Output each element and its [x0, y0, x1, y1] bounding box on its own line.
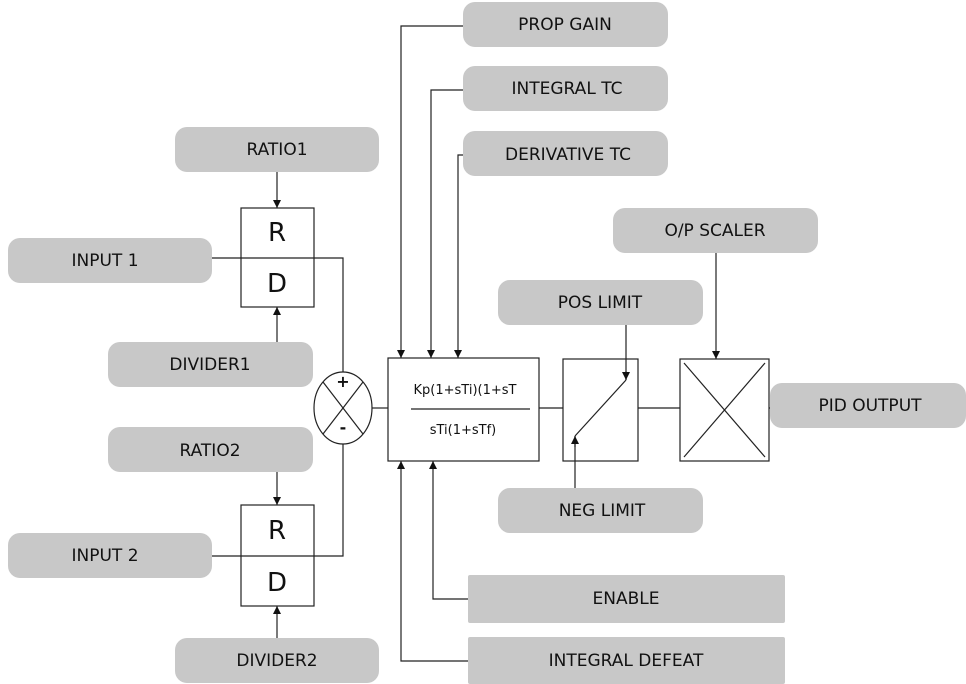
- minus-sign: -: [340, 418, 347, 437]
- divider2-label: DIVIDER2: [236, 651, 317, 671]
- prop-gain-param[interactable]: PROP GAIN: [463, 2, 668, 47]
- ratio1-label: RATIO1: [246, 140, 307, 160]
- ratio-divider-block-2: R D: [240, 504, 315, 607]
- derivative-tc-label: DERIVATIVE TC: [505, 145, 631, 165]
- scaler-block: [679, 358, 770, 462]
- integral-defeat-param[interactable]: INTEGRAL DEFEAT: [468, 637, 785, 684]
- divider1-param[interactable]: DIVIDER1: [108, 342, 313, 387]
- input1-label: INPUT 1: [71, 251, 138, 271]
- summing-junction: + -: [313, 371, 373, 445]
- input2-param[interactable]: INPUT 2: [8, 533, 212, 578]
- signal-wires: [212, 25, 770, 662]
- input1-param[interactable]: INPUT 1: [8, 238, 212, 283]
- ratio1-param[interactable]: RATIO1: [175, 127, 379, 172]
- enable-label: ENABLE: [593, 589, 660, 609]
- pid-output-param[interactable]: PID OUTPUT: [770, 383, 966, 428]
- integral-tc-label: INTEGRAL TC: [512, 79, 623, 99]
- ratio-letter-2: R: [268, 516, 286, 546]
- neg-limit-label: NEG LIMIT: [559, 501, 646, 521]
- op-scaler-label: O/P SCALER: [664, 221, 765, 241]
- pid-transfer-block: Kp(1+sTi)(1+sT sTi(1+sTf): [387, 357, 540, 462]
- input2-label: INPUT 2: [71, 546, 138, 566]
- divider-letter-2: D: [267, 568, 287, 598]
- neg-limit-param[interactable]: NEG LIMIT: [498, 488, 703, 533]
- derivative-tc-param[interactable]: DERIVATIVE TC: [463, 131, 668, 176]
- divider2-param[interactable]: DIVIDER2: [175, 638, 379, 683]
- ratio-divider-block-1: R D: [240, 207, 315, 308]
- ratio2-label: RATIO2: [179, 441, 240, 461]
- plus-sign: +: [336, 372, 349, 391]
- prop-gain-label: PROP GAIN: [518, 15, 612, 35]
- enable-param[interactable]: ENABLE: [468, 575, 785, 623]
- op-scaler-param[interactable]: O/P SCALER: [613, 208, 818, 253]
- divider-letter-1: D: [267, 269, 287, 299]
- integral-tc-param[interactable]: INTEGRAL TC: [463, 66, 668, 111]
- ratio2-param[interactable]: RATIO2: [108, 427, 313, 472]
- ratio-letter-1: R: [268, 218, 286, 248]
- pos-limit-param[interactable]: POS LIMIT: [498, 280, 703, 325]
- divider1-label: DIVIDER1: [169, 355, 250, 375]
- limiter-block: [562, 358, 639, 462]
- tf-denominator: sTi(1+sTf): [430, 423, 497, 438]
- pos-limit-label: POS LIMIT: [558, 293, 643, 313]
- integral-defeat-label: INTEGRAL DEFEAT: [549, 651, 704, 671]
- pid-output-label: PID OUTPUT: [818, 396, 922, 416]
- tf-numerator: Kp(1+sTi)(1+sT: [414, 383, 517, 398]
